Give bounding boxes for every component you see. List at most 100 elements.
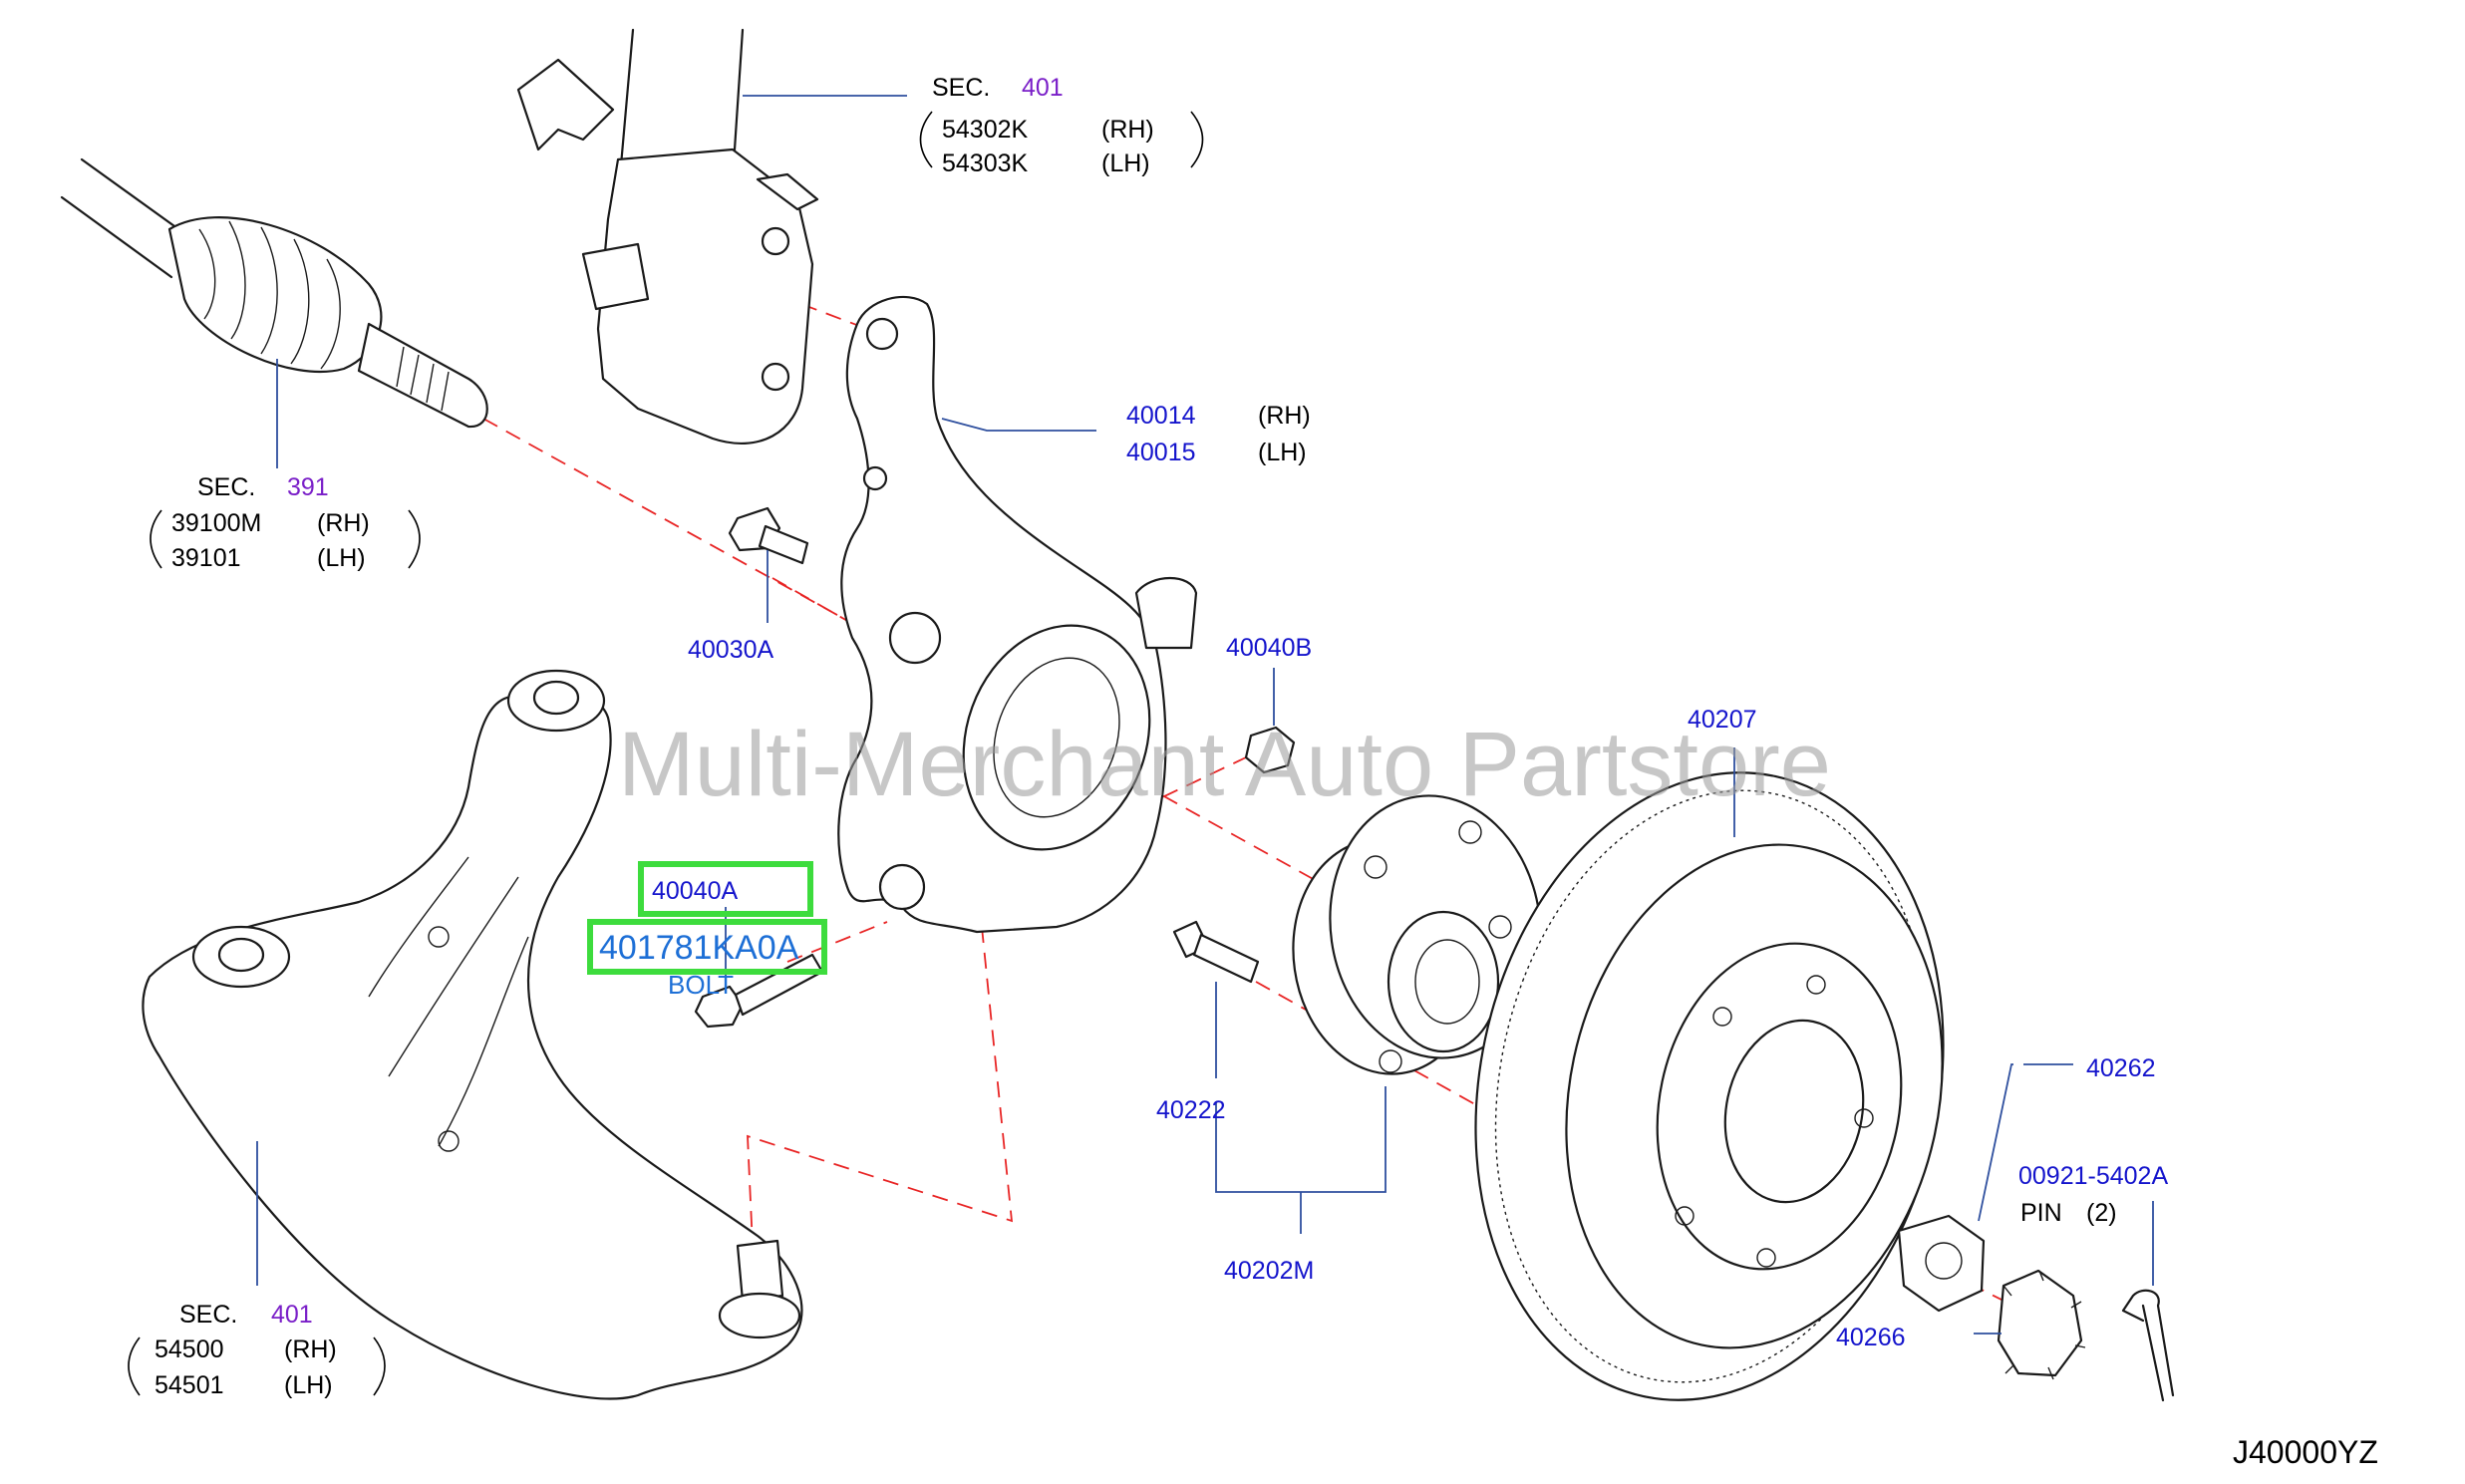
leader-lines (256, 95, 2154, 1335)
strut-part-rh: 54302K (942, 116, 1029, 144)
shaft-spline (357, 322, 488, 429)
nut-cap-body (1997, 1269, 2083, 1377)
knuckle-bore (962, 624, 1151, 851)
wheel-stud-40222 (1172, 920, 1260, 984)
hub-center (1387, 910, 1500, 1053)
strut-hole-lower (761, 362, 790, 392)
bolt-40030a (728, 506, 809, 565)
axis-strut-knuckle (776, 294, 868, 330)
strut-hole-upper (761, 226, 790, 256)
highlight-box-40040a (638, 861, 813, 917)
part-40030a[interactable]: 40030A (688, 636, 774, 664)
arm-rear-bushing-core (217, 937, 265, 973)
knuckle-part-rh[interactable]: 40014 (1126, 402, 1196, 430)
strut-bracket-top (516, 58, 615, 151)
part-40262[interactable]: 40262 (2086, 1054, 2156, 1082)
nut-40040b (1244, 726, 1296, 774)
part-401781ka0a[interactable]: 401781KA0A (599, 929, 799, 967)
part-40207[interactable]: 40207 (1688, 706, 1757, 734)
part-40040a[interactable]: 40040A (652, 877, 739, 905)
knuckle-part-lh[interactable]: 40015 (1126, 439, 1196, 466)
arm-part-rh: 54500 (154, 1336, 224, 1363)
arm-body (142, 695, 803, 1400)
shaft-line-top (80, 157, 183, 233)
driveshaft-paren-right (408, 509, 421, 569)
nut-cap-40266 (1997, 1269, 2086, 1380)
callout-driveshaft: SEC. 391 39100M (RH) 39101 (LH) (150, 473, 421, 572)
rotor-hole-2 (1806, 975, 1826, 995)
knuckle-tie-rod-arm (1134, 576, 1198, 650)
part-40266[interactable]: 40266 (1836, 1324, 1906, 1351)
strut-sec-number[interactable]: 401 (1022, 74, 1064, 102)
bolt-40a-head (694, 985, 745, 1029)
arm-front-bushing-core (532, 680, 580, 716)
axis-bolt-40a (786, 921, 888, 963)
rotor-hole-1 (1712, 1007, 1732, 1027)
lower-control-arm (142, 669, 803, 1400)
strut-paren-right (1190, 111, 1204, 168)
rotor-hole-4 (1756, 1248, 1776, 1268)
bolt-30a-shank (758, 524, 809, 565)
strut-assembly (516, 28, 819, 445)
shaft-line-bottom (60, 195, 173, 279)
bolt-label: BOLT (668, 970, 734, 1000)
steering-knuckle (837, 295, 1198, 934)
rotor-hole-3 (1854, 1108, 1874, 1128)
knuckle-side-rh: (RH) (1258, 402, 1311, 430)
part-40222[interactable]: 40222 (1156, 1096, 1226, 1124)
knuckle-lower-ear (878, 863, 926, 911)
knuckle-top-hole (865, 317, 899, 351)
hub-bore (1414, 939, 1480, 1025)
ball-joint-stud (736, 1239, 784, 1303)
callout-pin: 00921-5402A PIN (2) (2018, 1162, 2168, 1227)
hub-bearing (1292, 794, 1542, 1075)
cv-boot (167, 216, 383, 374)
rotor-center-bore (1723, 1019, 1865, 1204)
cv-boot-ribs (198, 220, 341, 370)
leader-40202m-bracket (1215, 1086, 1387, 1193)
pin-part[interactable]: 00921-5402A (2018, 1162, 2168, 1190)
knuckle-side-lh: (LH) (1258, 439, 1307, 466)
driveshaft-sec-number[interactable]: 391 (287, 473, 329, 501)
knuckle-bore-inner (993, 657, 1120, 818)
axis-bolt-30a (771, 577, 878, 639)
hub-nut-40262 (1897, 1214, 1986, 1313)
highlight-group: 40040A 401781KA0A BOLT (587, 861, 827, 1000)
pin-qty: (2) (2086, 1199, 2117, 1227)
arm-hole-a (428, 926, 450, 948)
leader-knuckle (941, 418, 1096, 432)
arm-hole-b (438, 1130, 460, 1152)
diagram-code: J40000YZ (2233, 1434, 2378, 1470)
highlight-box-401781ka0a (587, 919, 827, 975)
strut-side-rh: (RH) (1101, 116, 1154, 144)
strut-part-lh: 54303K (942, 149, 1029, 177)
axis-balljoint (747, 926, 1014, 1247)
driveshaft-part-rh: 39100M (171, 509, 261, 537)
callout-strut: SEC. 401 54302K (RH) 54303K (LH) (919, 74, 1204, 177)
hub-stud-hole-3 (1488, 915, 1512, 939)
arm-side-lh: (LH) (284, 1371, 333, 1399)
knuckle-strut-ear (888, 611, 942, 665)
arm-ribs (368, 856, 529, 1147)
leader-40262 (1978, 1063, 2013, 1222)
driveshaft-side-lh: (LH) (317, 544, 366, 572)
ball-joint-boot (718, 1292, 801, 1339)
driveshaft-sec-label: SEC. (197, 473, 255, 501)
drive-shaft (60, 157, 488, 429)
driveshaft-paren-left (150, 509, 162, 569)
strut-tab (581, 242, 650, 311)
pin-label: PIN (2020, 1199, 2062, 1227)
hub-stud-hole-1 (1364, 855, 1387, 879)
arm-sec-number[interactable]: 401 (271, 1301, 313, 1329)
cotter-pin (2121, 1289, 2175, 1402)
driveshaft-side-rh: (RH) (317, 509, 370, 537)
strut-sec-label: SEC. (932, 74, 990, 102)
strut-clip (756, 172, 819, 211)
arm-part-lh: 54501 (154, 1371, 224, 1399)
callout-knuckle: 40014 (RH) 40015 (LH) (1126, 402, 1311, 466)
arm-sec-label: SEC. (179, 1301, 237, 1329)
part-40040b[interactable]: 40040B (1226, 634, 1312, 662)
part-40202m[interactable]: 40202M (1224, 1257, 1314, 1285)
